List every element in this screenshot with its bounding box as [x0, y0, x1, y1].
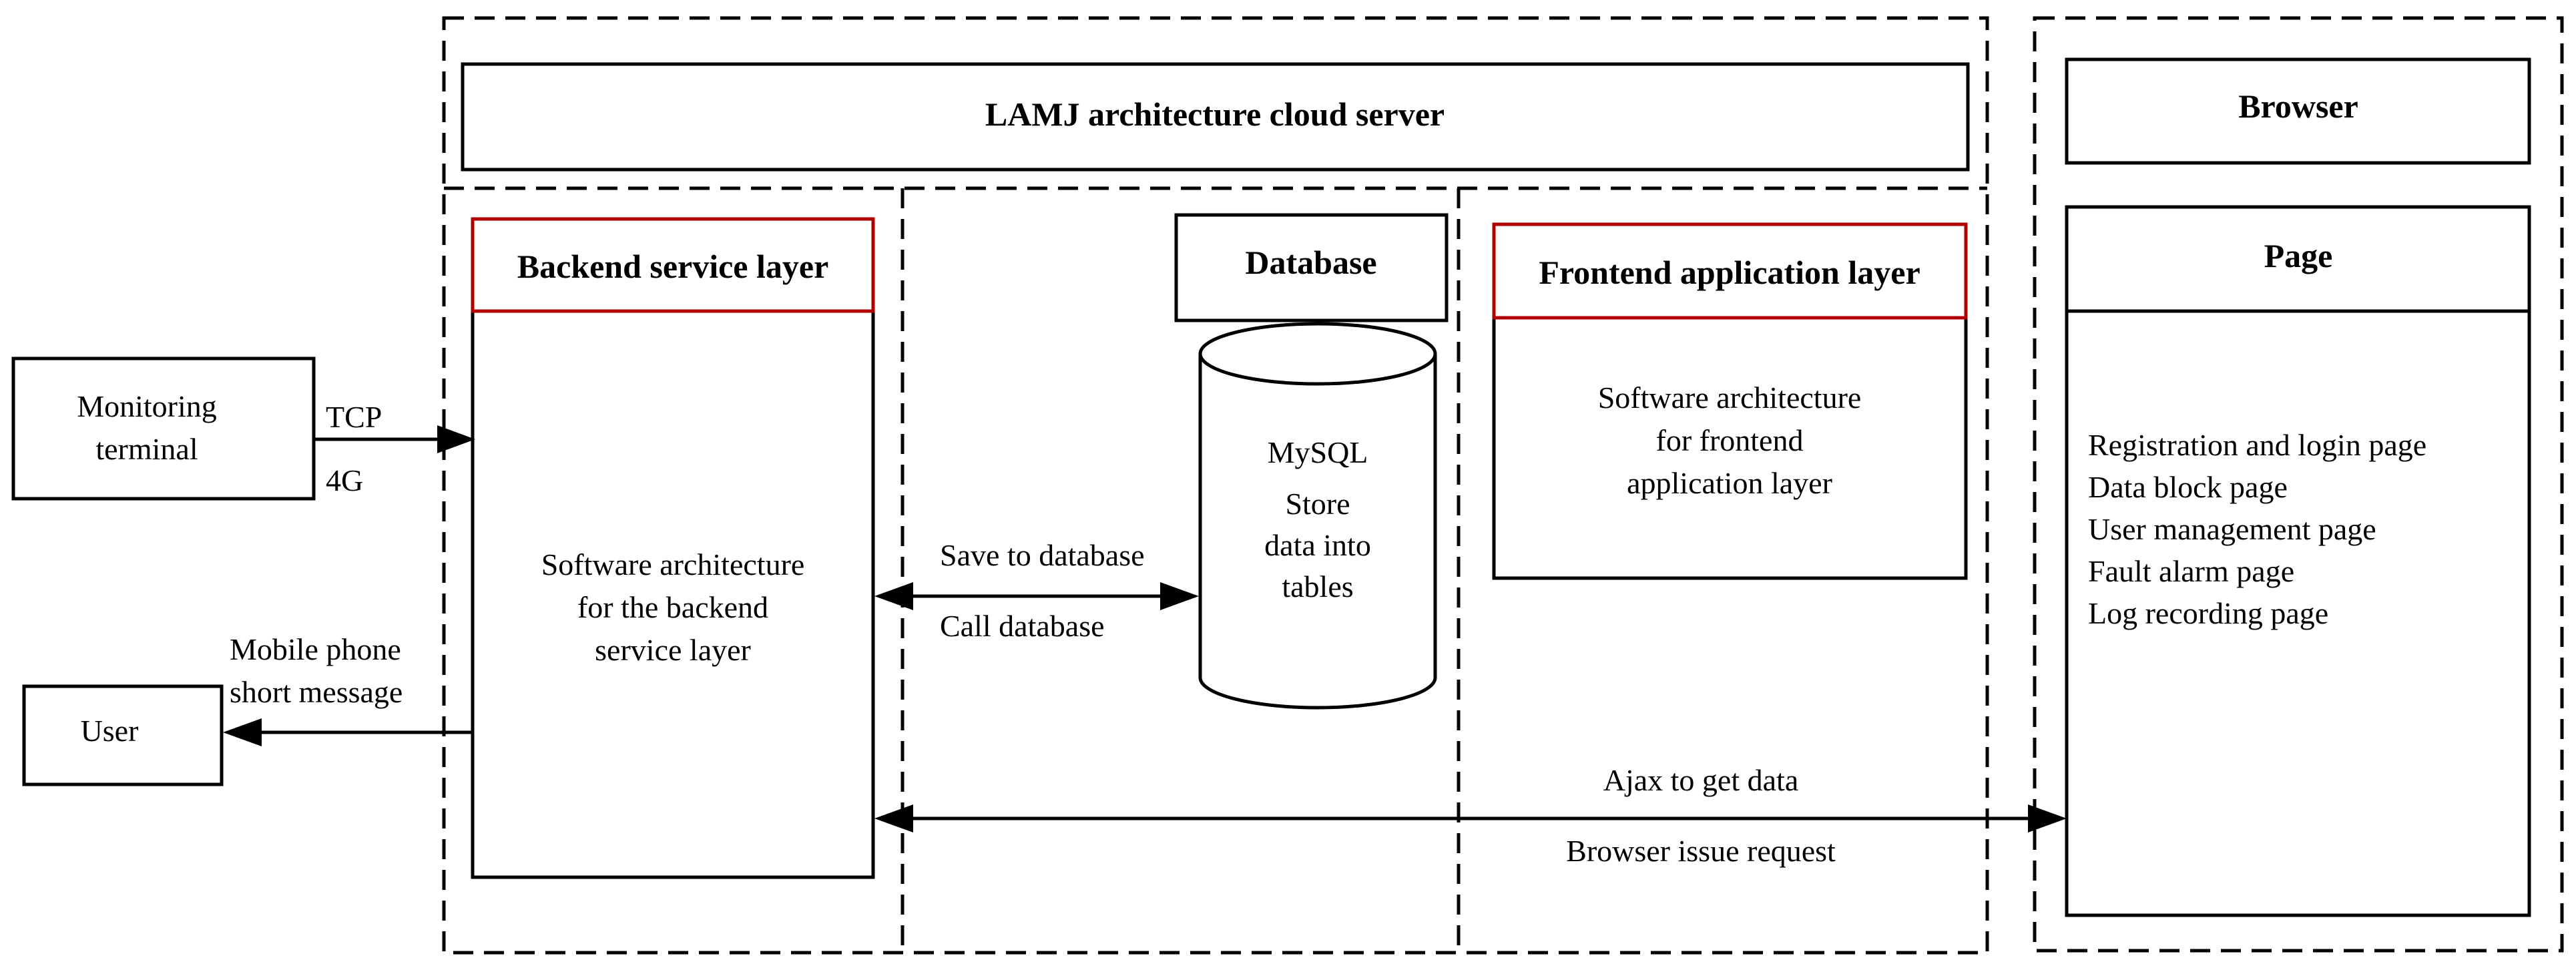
call-database-label: Call database	[940, 609, 1105, 643]
monitoring-terminal: Monitoring terminal	[11, 356, 316, 501]
sms-arrowhead	[223, 718, 262, 746]
browser-request-label: Browser issue request	[1566, 834, 1836, 868]
backend-header: Backend service layer	[517, 248, 829, 285]
mysql-cylinder	[1198, 322, 1437, 710]
sms-arrow: Mobile phone short message	[223, 632, 473, 746]
save-to-database-label: Save to database	[940, 538, 1145, 572]
database-header: Database	[1245, 244, 1376, 281]
page-list-item-4: Fault alarm page	[2088, 554, 2294, 588]
database-header-box	[1174, 213, 1449, 322]
cloud-server-title: LAMJ architecture cloud server	[985, 95, 1445, 133]
frontend-body-line-1: Software architecture	[1598, 381, 1862, 415]
frontend-body-line-2: for frontend	[1656, 423, 1804, 457]
frontend-body-line-3: application layer	[1627, 466, 1832, 500]
user-box	[22, 684, 224, 786]
ajax-arrow: Ajax to get data Browser issue request	[874, 763, 2067, 868]
tcp-label: TCP	[326, 400, 382, 434]
tcp-arrow: TCP 4G	[314, 400, 475, 497]
page-list-item-2: Data block page	[2088, 470, 2288, 504]
monitoring-label-line-2: terminal	[95, 432, 198, 466]
frontend-header-box	[1492, 222, 1968, 320]
page-list-item-1: Registration and login page	[2088, 428, 2426, 462]
database-group: Database MySQL Store data into tables	[1174, 213, 1449, 710]
cloud-server-container	[442, 16, 1989, 955]
ajax-label: Ajax to get data	[1603, 763, 1799, 797]
user-label: User	[81, 714, 139, 748]
browser-title: Browser	[2238, 87, 2358, 125]
ajax-arrowhead-right	[2028, 804, 2067, 832]
browser-title-box	[2065, 57, 2531, 165]
cylinder-line-3: data into	[1264, 528, 1371, 562]
backend-body-line-2: for the backend	[577, 590, 768, 624]
cloud-server-title-frame	[461, 62, 1970, 172]
backend-body-line-1: Software architecture	[541, 547, 805, 581]
user-node: User	[22, 684, 224, 786]
cloud-server-columns	[444, 186, 1987, 953]
frontend-application-layer: Frontend application layer Software arch…	[1492, 222, 1968, 580]
page-list-item-3: User management page	[2088, 512, 2376, 546]
page-body-box	[2065, 309, 2531, 917]
frontend-body-box	[1492, 316, 1968, 580]
sms-label-line-1: Mobile phone	[230, 632, 401, 666]
frontend-header: Frontend application layer	[1539, 254, 1920, 291]
page-list-item-5: Log recording page	[2088, 596, 2328, 630]
4g-label: 4G	[326, 463, 363, 497]
cloud-server-title-box: LAMJ architecture cloud server	[461, 62, 1970, 172]
backend-service-layer: Backend service layer Software architect…	[471, 217, 875, 879]
backend-header-box	[471, 217, 875, 313]
monitoring-label-line-1: Monitoring	[77, 389, 217, 423]
database-arrowhead-left	[874, 582, 913, 610]
sms-label-line-2: short message	[230, 675, 403, 709]
cylinder-line-1: MySQL	[1268, 435, 1368, 469]
ajax-arrowhead-left	[874, 804, 913, 832]
cylinder-line-4: tables	[1282, 569, 1353, 604]
database-arrow: Save to database Call database	[874, 538, 1199, 643]
page-header-box	[2065, 205, 2531, 313]
tcp-arrowhead	[437, 425, 475, 453]
backend-body-box	[471, 309, 875, 879]
monitoring-terminal-box	[11, 356, 316, 501]
cylinder-body	[1198, 354, 1437, 710]
backend-body-line-3: service layer	[595, 633, 751, 667]
page-header: Page	[2264, 237, 2333, 274]
cylinder-line-2: Store	[1285, 487, 1350, 521]
browser-group: Browser Page Registration and login page…	[2065, 57, 2531, 917]
cylinder-top	[1198, 322, 1437, 386]
database-arrowhead-right	[1160, 582, 1199, 610]
browser-container	[2033, 16, 2564, 953]
